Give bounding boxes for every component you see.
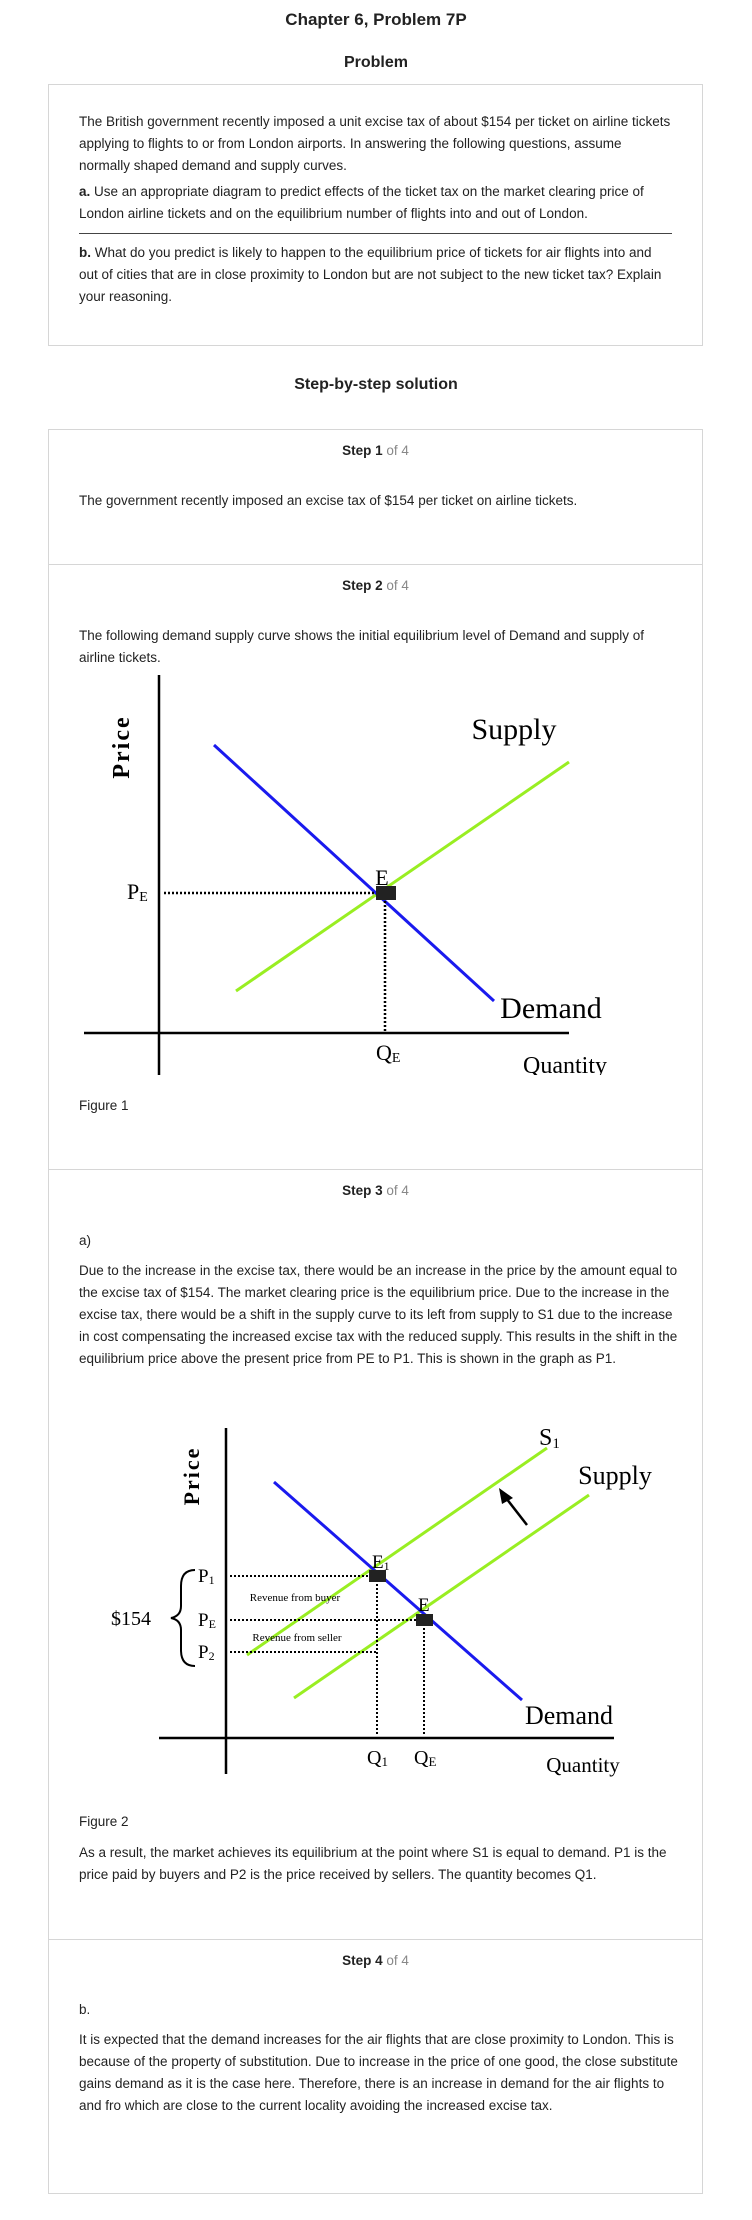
step-2-box: Step 2 of 4 The following demand supply … [48, 564, 703, 1170]
step-3-conclusion: As a result, the market achieves its equ… [79, 1845, 667, 1882]
fig2-pe-label: PE [198, 1610, 216, 1631]
fig2-supply-label: Supply [578, 1461, 652, 1490]
step-3-part: a) [79, 1233, 92, 1248]
fig2-e-label: E [418, 1595, 430, 1616]
step-1-header: Step 1 of 4 [342, 443, 409, 458]
figure-1-chart: Price E PE QE Supply Demand Quantity [84, 675, 607, 1075]
step-1-box: Step 1 of 4 The government recently impo… [48, 429, 703, 565]
problem-box: The British government recently imposed … [48, 84, 703, 346]
fig1-eq-label: E [375, 865, 388, 890]
fig2-shift-arrow [505, 1497, 528, 1526]
step-2-header: Step 2 of 4 [342, 578, 409, 593]
problem-part-b: b. What do you predict is likely to happ… [79, 242, 672, 308]
fig1-demand-line [212, 743, 496, 1003]
problem-heading: Problem [343, 54, 408, 71]
fig2-p2-label: P2 [198, 1642, 215, 1663]
step-4-text: It is expected that the demand increases… [79, 2032, 678, 2113]
fig2-e-point [416, 1614, 433, 1626]
fig2-shift-arrowhead [499, 1488, 513, 1504]
page-title: Chapter 6, Problem 7P [285, 10, 467, 29]
fig1-x-label: Quantity [523, 1053, 607, 1075]
step-4-part: b. [79, 2002, 91, 2017]
part-b-label: b. [79, 245, 91, 260]
part-a-text: Use an appropriate diagram to predict ef… [79, 184, 644, 221]
fig1-supply-label: Supply [471, 713, 556, 746]
fig2-rev-seller: Revenue from seller [252, 1632, 342, 1644]
fig2-x-label: Quantity [546, 1753, 620, 1777]
step-1-text: The government recently imposed an excis… [79, 493, 578, 508]
fig2-s1-line [246, 1446, 548, 1657]
fig1-supply-line [235, 760, 570, 993]
problem-intro: The British government recently imposed … [79, 114, 671, 173]
step-3-header: Step 3 of 4 [342, 1183, 409, 1198]
fig2-s1-label: S1 [539, 1425, 560, 1452]
figure-1-caption: Figure 1 [79, 1098, 129, 1113]
fig2-qe-label: QE [414, 1747, 436, 1769]
step-2-text: The following demand supply curve shows … [79, 628, 645, 665]
fig2-demand-label: Demand [525, 1701, 613, 1730]
fig2-tax-label: $154 [111, 1608, 151, 1630]
fig2-e1-label: E1 [372, 1552, 390, 1573]
figure-2-chart: Price E1 E P1 PE P2 $154 Revenue from bu… [111, 1425, 652, 1777]
fig1-y-label: Price [109, 715, 135, 778]
figure-2-caption: Figure 2 [79, 1814, 129, 1829]
fig1-demand-label: Demand [500, 992, 602, 1025]
fig2-q1-label: Q1 [367, 1747, 388, 1769]
step-3-box: Step 3 of 4 a) Due to the increase in th… [48, 1169, 703, 1940]
fig1-qe-label: QE [376, 1040, 400, 1066]
part-b-text: What do you predict is likely to happen … [79, 245, 662, 304]
problem-part-a: a. Use an appropriate diagram to predict… [79, 181, 672, 225]
fig2-tax-brace [170, 1569, 196, 1667]
problem-divider [79, 233, 672, 234]
fig2-supply-line [293, 1493, 590, 1700]
step-3-text: Due to the increase in the excise tax, t… [79, 1263, 678, 1366]
part-a-label: a. [79, 184, 91, 199]
step-4-box: Step 4 of 4 b. It is expected that the d… [48, 1939, 703, 2194]
fig1-pe-label: PE [127, 879, 148, 905]
fig2-rev-buyer: Revenue from buyer [250, 1592, 341, 1604]
fig2-e1-point [369, 1570, 386, 1582]
fig2-p1-label: P1 [198, 1566, 215, 1587]
fig2-y-label: Price [179, 1447, 204, 1506]
step-4-header: Step 4 of 4 [342, 1953, 409, 1968]
solution-heading: Step-by-step solution [294, 376, 458, 393]
fig1-eq-point [376, 886, 396, 900]
fig2-demand-line [273, 1480, 523, 1702]
